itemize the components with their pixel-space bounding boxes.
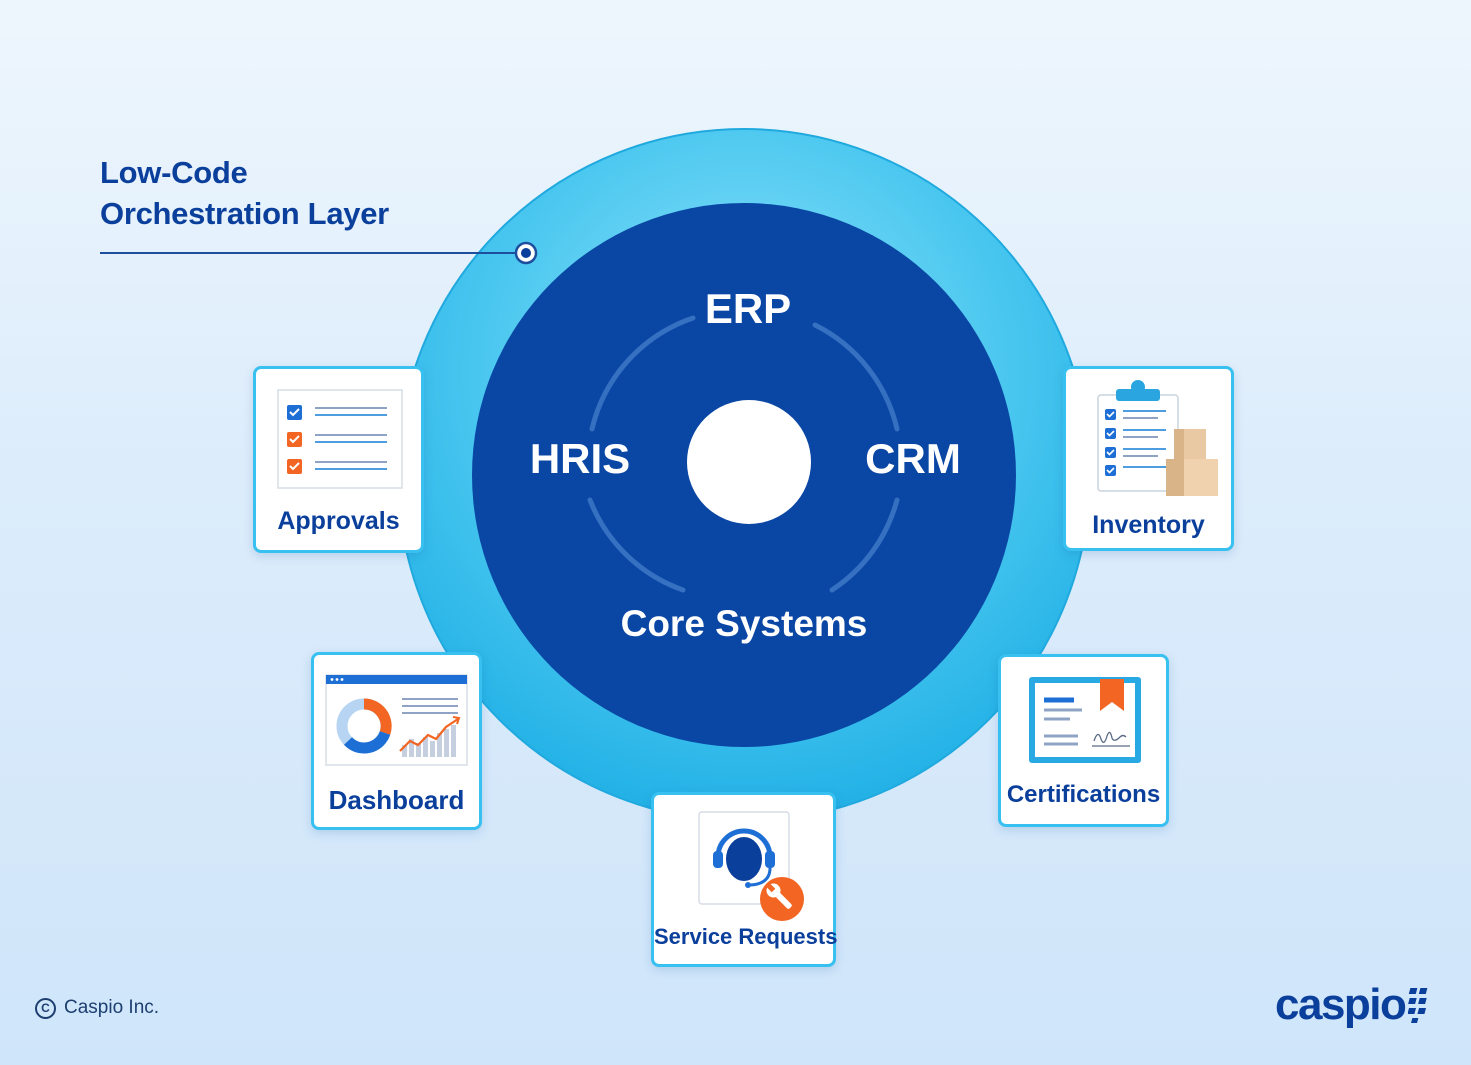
app-label-approvals: Approvals: [277, 507, 400, 535]
headset-wrench-icon: [698, 811, 804, 921]
app-card-service-requests: Service Requests: [651, 792, 838, 967]
clipboard-boxes-icon: [1097, 380, 1218, 496]
app-card-certifications: Certifications: [998, 654, 1169, 827]
app-label-certifications: Certifications: [1006, 781, 1161, 808]
core-center-circle: [687, 400, 811, 524]
caspio-logo: caspio: [1275, 980, 1434, 1030]
copyright-icon: C: [35, 997, 56, 1019]
app-label-inventory: Inventory: [1092, 511, 1205, 539]
certificate-icon: [1029, 677, 1141, 763]
app-card-approvals: Approvals: [253, 366, 424, 553]
layer-title-line2: Orchestration Layer: [100, 196, 389, 231]
copyright-notice: C Caspio Inc.: [35, 997, 159, 1019]
system-label-crm: CRM: [865, 435, 961, 482]
app-card-inventory: Inventory: [1063, 366, 1234, 551]
app-label-service-requests: Service Requests: [654, 924, 838, 949]
core-systems-title: Core Systems: [621, 603, 868, 644]
layer-title-line1: Low-Code: [100, 155, 248, 190]
system-label-erp: ERP: [705, 285, 791, 332]
dashboard-chart-icon: [325, 674, 468, 766]
logo-dots-icon: [1408, 988, 1428, 1023]
checklist-icon: [277, 389, 403, 489]
app-label-dashboard: Dashboard: [328, 785, 465, 815]
copyright-text: Caspio Inc.: [64, 997, 160, 1018]
core-arc-segments: [587, 315, 900, 593]
logo-wordmark: caspio: [1275, 980, 1407, 1029]
system-label-hris: HRIS: [530, 435, 630, 482]
orchestration-layer-title: Low-Code Orchestration Layer: [100, 152, 480, 234]
app-card-dashboard: Dashboard: [311, 652, 482, 830]
